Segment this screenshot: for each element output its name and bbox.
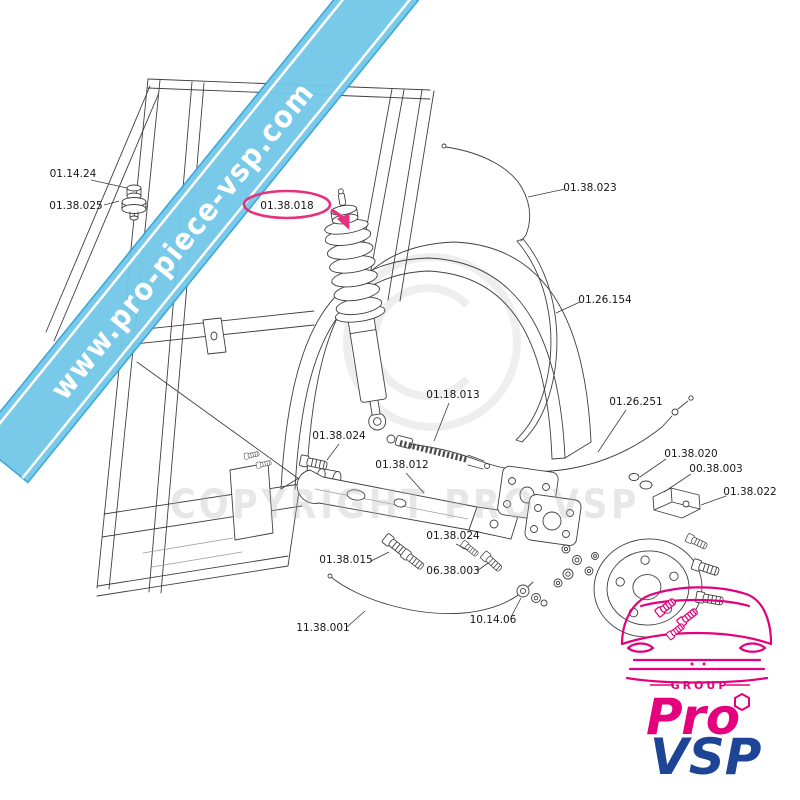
- highlight-ellipse: [242, 189, 332, 220]
- part-label: 06.38.003: [426, 562, 489, 577]
- logo-car-icon: [620, 586, 773, 684]
- part-label: 01.18.013: [426, 389, 480, 442]
- svg-text:01.38.018: 01.38.018: [260, 200, 313, 212]
- highlight-arrow: [330, 208, 350, 230]
- part-label: 01.38.018: [260, 200, 313, 212]
- logo-name-pro: Pro: [646, 688, 740, 746]
- svg-text:01.38.024: 01.38.024: [312, 430, 366, 442]
- svg-text:01.38.023: 01.38.023: [563, 182, 616, 194]
- part-label: 01.14.24: [50, 168, 128, 189]
- logo-hexagon-icon: [734, 692, 750, 712]
- part-label: 01.38.015: [319, 551, 390, 566]
- provsp-logo: GROUP Pro VSP: [620, 586, 773, 786]
- part-label: 01.38.025: [49, 200, 120, 212]
- logo-group-label: GROUP: [671, 679, 730, 692]
- washers: [553, 544, 599, 588]
- svg-text:01.38.012: 01.38.012: [375, 459, 428, 471]
- part-label: 01.38.020: [639, 448, 718, 478]
- svg-text:06.38.003: 06.38.003: [426, 565, 479, 577]
- part-label: 01.38.022: [700, 486, 777, 506]
- svg-text:01.38.025: 01.38.025: [49, 200, 102, 212]
- copyright-watermark: COPYRIGHT PRO VSP: [170, 482, 640, 528]
- part-label: 01.26.251: [597, 396, 663, 453]
- part-label: 11.38.001: [296, 610, 366, 634]
- svg-text:01.38.024: 01.38.024: [426, 530, 480, 542]
- copyright-text: COPYRIGHT PRO VSP: [170, 482, 640, 528]
- shock-absorber: [324, 188, 387, 431]
- trailing-arm: [296, 454, 520, 540]
- svg-text:01.14.24: 01.14.24: [50, 168, 97, 180]
- brake-drum: [593, 538, 703, 638]
- fasteners: [381, 532, 548, 607]
- svg-text:11.38.001: 11.38.001: [296, 622, 349, 634]
- svg-text:01.26.251: 01.26.251: [609, 396, 662, 408]
- part-label: 01.38.023: [527, 182, 617, 198]
- mount-bushing: [121, 184, 147, 221]
- part-label: 01.38.024: [426, 530, 480, 551]
- svg-text:01.18.013: 01.18.013: [426, 389, 479, 401]
- banner-url-text: www.pro-piece-vsp.com: [44, 75, 322, 406]
- part-label: 01.38.012: [375, 459, 429, 494]
- svg-text:01.38.022: 01.38.022: [723, 486, 776, 498]
- part-label: 01.26.154: [555, 294, 632, 314]
- svg-text:01.38.015: 01.38.015: [319, 554, 372, 566]
- highlight-callout: [242, 189, 350, 230]
- part-label: 10.14.06: [470, 597, 522, 626]
- svg-text:00.38.003: 00.38.003: [689, 463, 742, 475]
- svg-text:01.38.020: 01.38.020: [664, 448, 717, 460]
- svg-text:01.26.154: 01.26.154: [578, 294, 632, 306]
- logo-name-vsp: VSP: [650, 728, 761, 786]
- part-label: 01.38.024: [312, 430, 366, 461]
- part-label: 00.38.003: [663, 463, 743, 493]
- svg-text:10.14.06: 10.14.06: [470, 614, 517, 626]
- part-labels: 01.14.24 01.38.025 01.38.018 01.38.023 0…: [49, 168, 776, 634]
- cable-bracket: [628, 473, 701, 519]
- chassis-frame: [45, 78, 435, 597]
- flange-plates: [497, 465, 582, 546]
